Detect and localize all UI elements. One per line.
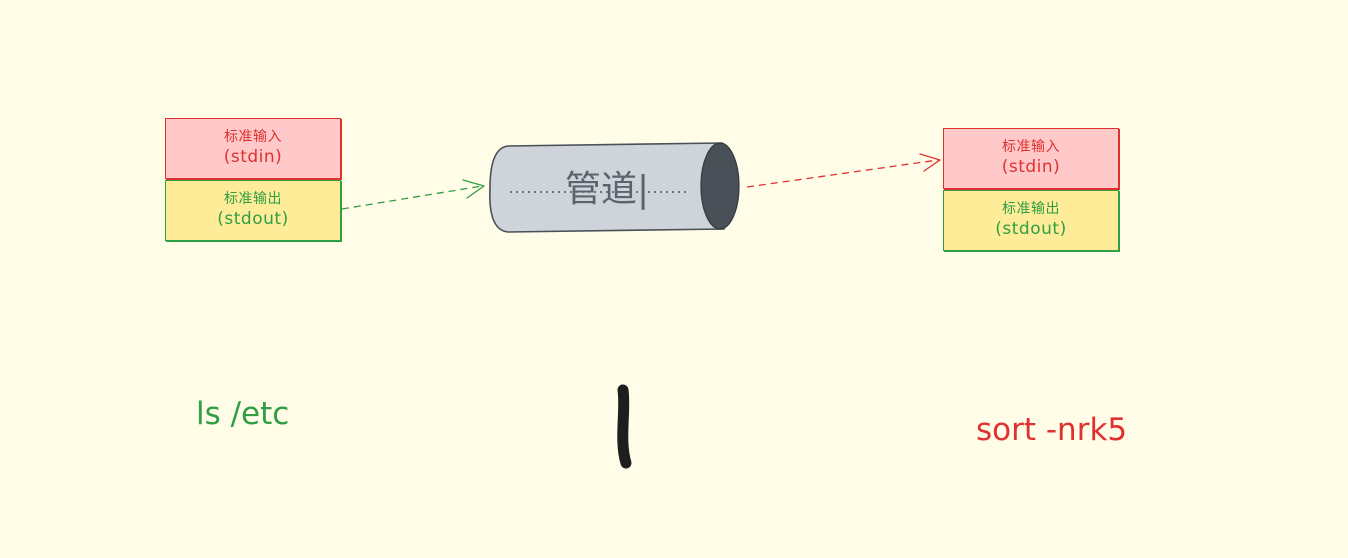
left-stdout-box: 标准输出 (stdout)	[165, 180, 341, 241]
arrow-stdout-to-pipe	[341, 179, 485, 210]
left-stdin-box: 标准输入 (stdin)	[165, 118, 341, 179]
right-stdout-sub: (stdout)	[995, 219, 1067, 240]
right-command: sort -nrk5	[976, 412, 1128, 448]
left-stdin-title: 标准输入	[224, 128, 282, 145]
arrow-pipe-to-stdin	[746, 153, 941, 188]
right-stdin-title: 标准输入	[1002, 138, 1060, 155]
right-stdin-box: 标准输入 (stdin)	[943, 128, 1119, 189]
right-stdout-box: 标准输出 (stdout)	[943, 190, 1119, 251]
pipe-bar-icon	[617, 384, 632, 469]
pipe-label: 管道|	[565, 169, 650, 210]
left-stdout-sub: (stdout)	[217, 209, 289, 230]
right-stdout-title: 标准输出	[1002, 200, 1060, 217]
right-stdin-sub: (stdin)	[1001, 157, 1061, 178]
left-stdout-title: 标准输出	[224, 190, 282, 207]
left-stdin-sub: (stdin)	[223, 147, 283, 168]
left-command: ls /etc	[196, 396, 290, 432]
pipe-cylinder	[489, 142, 740, 233]
